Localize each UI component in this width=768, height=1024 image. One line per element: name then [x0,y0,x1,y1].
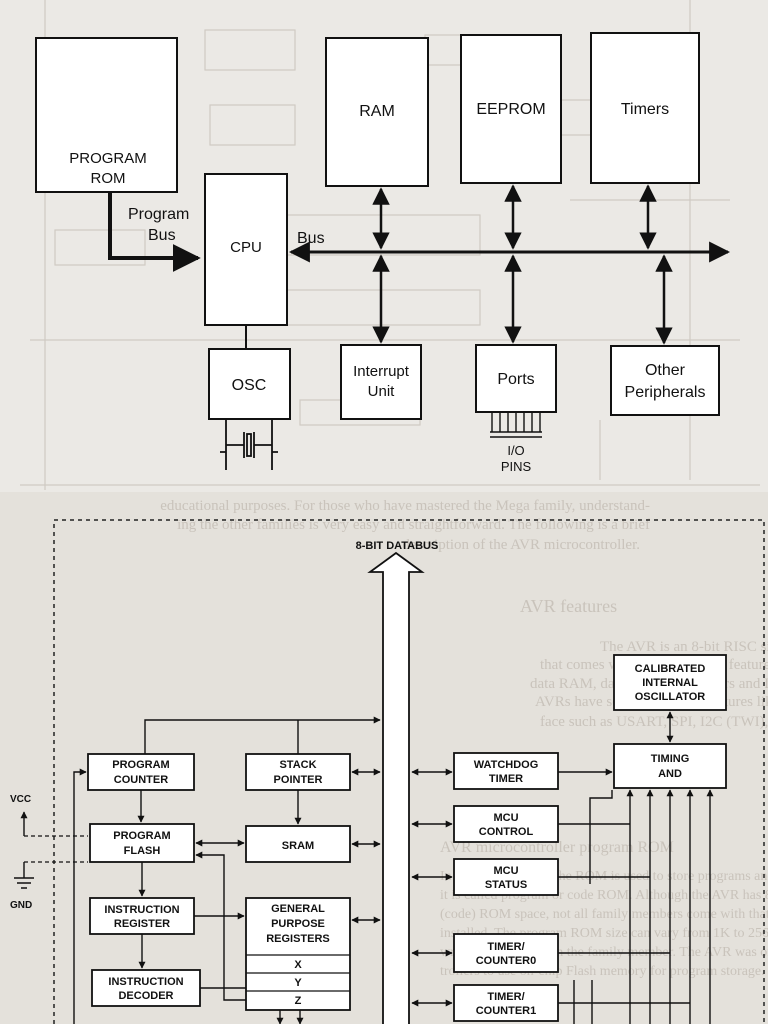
mcu-control-register-label-2: CONTROL [479,826,534,838]
vcc-label: VCC [10,794,31,805]
other-peripherals-label-2: Peripherals [625,384,706,401]
svg-text:description of the AVR microco: description of the AVR microcontroller. [402,537,640,553]
program-bus-label-1: Program [128,206,189,223]
instruction-register-label-2: REGISTER [114,918,170,930]
other-peripherals-label-1: Other [645,362,686,379]
calibrated-oscillator-label-1: CALIBRATED [635,663,706,675]
bus-label: Bus [297,230,325,247]
timer-counter1-label-1: TIMER/ [487,991,524,1003]
timer-counter1-label-2: COUNTER1 [476,1005,537,1017]
svg-text:face such as USART, SPI, I2C (: face such as USART, SPI, I2C (TWI), CAN,… [540,714,768,730]
program-rom-block [35,37,178,193]
program-rom-label-2: ROM [91,170,126,187]
gpr-label-3: REGISTERS [266,933,330,945]
internal-connections [73,711,714,1024]
cpu-block [204,173,288,326]
crystal-icon [220,419,278,470]
databus-label: 8-BIT DATABUS [356,540,439,552]
program-counter-label-1: PROGRAM [112,759,169,771]
stack-pointer-label-2: POINTER [274,774,323,786]
calibrated-oscillator-block [613,654,727,711]
program-bus-label-2: Bus [148,227,176,244]
gpr-label-2: PURPOSE [271,918,325,930]
mcu-control-register-block [453,805,559,843]
mcu-status-register-label-2: STATUS [485,879,527,891]
instruction-decoder-label-2: DECODER [118,990,173,1002]
interrupt-unit-block [340,344,422,420]
interrupt-unit-label-1: Interrupt [353,363,410,380]
ports-label: Ports [497,371,534,388]
svg-text:ing the other families is very: ing the other families is very easy and … [177,517,650,533]
ground-icon [14,862,34,889]
watchdog-timer-label-1: WATCHDOG [474,759,539,771]
svg-text:AVR microcontroller program RO: AVR microcontroller program ROM [440,839,674,856]
svg-text:(code) ROM space, not all fami: (code) ROM space, not all family members… [440,907,768,922]
instruction-decoder-label-1: INSTRUCTION [108,976,183,988]
stack-pointer-label-1: STACK [279,759,316,771]
ports-block [475,344,557,413]
program-flash-label-1: PROGRAM [113,830,170,842]
program-flash-label-2: FLASH [124,845,161,857]
eeprom-block [460,34,562,184]
timers-label: Timers [621,101,669,118]
svg-text:AVR features: AVR features [520,596,617,616]
sram-label: SRAM [282,840,314,852]
other-peripherals-block [610,345,720,416]
io-pins-icon [490,412,542,438]
program-flash-block [89,823,195,863]
ram-label: RAM [359,103,395,120]
calibrated-oscillator-label-2: INTERNAL [642,677,698,689]
calibrated-oscillator-label-3: OSCILLATOR [635,691,706,703]
timer-counter0-label-1: TIMER/ [487,941,524,953]
chip-boundary [53,519,765,1024]
svg-text:educational purposes. For thos: educational purposes. For those who have… [160,498,650,514]
reg-x-label: X [294,959,302,971]
reg-y-label: Y [294,977,302,989]
timers-block [590,32,700,184]
gnd-label: GND [10,900,32,911]
sram-block [245,825,351,863]
ram-block [325,37,429,187]
svg-text:The AVR is an 8-bit RISC singl: The AVR is an 8-bit RISC single-chip mic… [600,639,768,655]
io-pins-label-1: I/O [507,443,524,458]
mcu-status-register-label-1: MCU [493,865,518,877]
cpu-label: CPU [230,239,262,256]
watchdog-timer-label-2: TIMER [489,773,523,785]
interrupt-unit-label-2: Unit [368,383,396,400]
gpr-label-1: GENERAL [271,903,325,915]
reg-z-label: Z [295,995,302,1007]
instruction-decoder-block [91,969,201,1007]
timing-and-control-block [613,743,727,789]
timer-counter1-block [453,984,559,1022]
instruction-register-label-1: INSTRUCTION [104,904,179,916]
program-rom-label-1: PROGRAM [69,150,147,167]
timing-and-control-label-2: AND [658,768,682,780]
mcu-control-register-label-1: MCU [493,812,518,824]
program-counter-label-2: COUNTER [114,774,168,786]
watchdog-timer-block [453,752,559,790]
osc-block [208,348,291,420]
program-bus-arrow [108,192,201,272]
timer-counter0-label-2: COUNTER0 [476,955,537,967]
io-pins-label-2: PINS [501,459,532,474]
osc-label: OSC [232,377,267,394]
eeprom-label: EEPROM [476,101,545,118]
databus-arrow [367,551,425,1024]
timing-and-control-label-1: TIMING [651,753,690,765]
